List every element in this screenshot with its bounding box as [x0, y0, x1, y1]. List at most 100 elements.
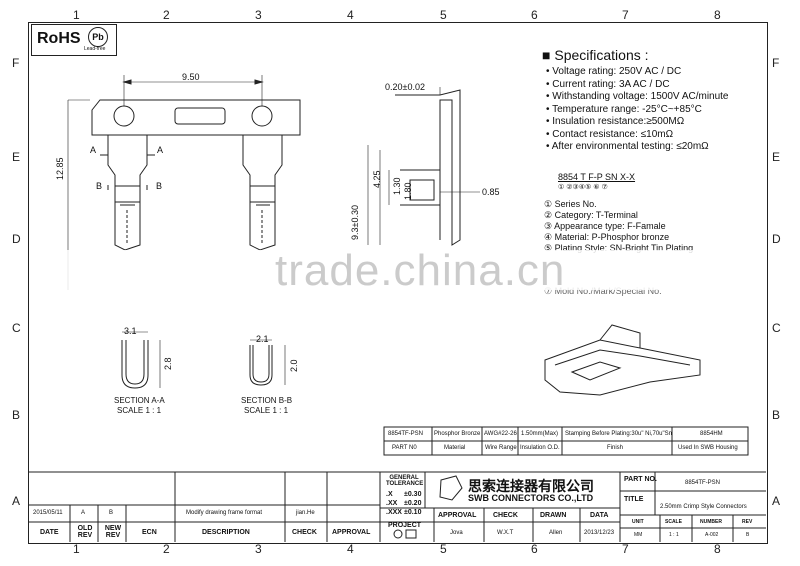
rev-h-old: OLD REV [77, 525, 93, 539]
grid-row-right-e: E [772, 150, 781, 164]
grid-col-bottom-7: 7 [622, 542, 629, 556]
scale-header: SCALE [665, 519, 682, 525]
lead-free-label: Lead-free [84, 46, 106, 52]
grid-col-bottom-8: 8 [714, 542, 721, 556]
part-code-item-1: ① Series No. [544, 199, 597, 209]
spec-withstanding: • Withstanding voltage: 1500V AC/minute [546, 91, 729, 102]
tol-xx-value: ±0.20 [404, 500, 422, 507]
tol-x-value: ±0.30 [404, 491, 422, 498]
grid-col-bottom-3: 3 [255, 542, 262, 556]
part-no-header: PART NO. [624, 476, 657, 483]
part-code: 8854 T F-P SN X-X [558, 172, 636, 182]
dim-020: 0.20±0.02 [385, 82, 425, 92]
dim-20: 2.0 [289, 359, 299, 372]
spec-withstanding-text: Withstanding voltage: 1500V AC/minute [552, 91, 729, 102]
grid-row-right-d: D [772, 232, 781, 246]
part-code-item-4: ④ Material: P-Phosphor bronze [544, 232, 670, 242]
dim-085: 0.85 [482, 187, 500, 197]
number-value: A-002 [705, 532, 719, 538]
grid-col-top-4: 4 [347, 8, 354, 22]
rev-h-new: NEW REV [104, 525, 122, 539]
spec-current-text: Current rating: 3A AC / DC [552, 78, 670, 90]
title-value: 2.50mm Crimp Style Connectors [660, 504, 747, 510]
spec-temperature: • Temperature range: -25°C~+85°C [546, 103, 702, 115]
table-r1-od: 1.50mm(Max) [521, 431, 559, 437]
grid-col-bottom-1: 1 [73, 542, 80, 556]
grid-col-bottom-4: 4 [347, 542, 354, 556]
title-header: TITLE [624, 496, 644, 503]
drawing-frame [28, 22, 768, 544]
part-code-item-5: ⑤ Plating Style: SN-Bright Tin Plating [544, 243, 694, 253]
rev-value: B [746, 532, 750, 538]
project-label: PROJECT [388, 522, 422, 529]
dim-21: 2.1 [256, 334, 269, 344]
part-code-item-7: ⑦ Mold No./Mark/Special No. [544, 286, 662, 296]
spec-current: • Current rating: 3A AC / DC [546, 78, 670, 90]
specs-list: • Voltage rating: 250V AC / DC • Current… [546, 66, 729, 154]
dim-180: 1.80 [403, 182, 413, 200]
grid-row-left-a: A [12, 494, 21, 508]
grid-col-top-6: 6 [531, 8, 538, 22]
table-r2-finish: Finish [607, 445, 624, 451]
number-header: NUMBER [700, 519, 722, 525]
table-r2-od: Insulation O.D. [520, 445, 560, 451]
grid-col-bottom-6: 6 [531, 542, 538, 556]
grid-col-bottom-5: 5 [440, 542, 447, 556]
rev-row-check: jian.He [296, 510, 315, 516]
grid-col-top-1: 1 [73, 8, 80, 22]
tol-x-label: .X [386, 491, 393, 498]
spec-voltage: • Voltage rating: 250V AC / DC [546, 66, 682, 77]
grid-col-top-7: 7 [622, 8, 629, 22]
section-aa-scale: SCALE 1 : 1 [117, 406, 162, 415]
specs-title-text: Specifications : [554, 47, 649, 63]
rev-h-date: DATE [40, 529, 59, 536]
grid-row-right-a: A [772, 494, 781, 508]
rev-row-old: A [81, 510, 86, 516]
section-mark-b-left: B [96, 181, 103, 191]
table-r1-finish: Stamping Before Plating:30u" Ni,70u"Sn [565, 431, 672, 437]
part-code-item-2: ② Category: T-Terminal [544, 210, 638, 220]
spec-contact: • Contact resistance: ≤10mΩ [546, 128, 674, 140]
part-code-markers: ① ②③④⑤ ⑥ ⑦ [558, 184, 608, 191]
spec-voltage-text: Voltage rating: 250V AC / DC [552, 66, 682, 77]
tol-xxx-value: ±0.10 [404, 509, 422, 516]
section-bb-scale: SCALE 1 : 1 [244, 406, 289, 415]
rev-h-approval: APPROVAL [332, 529, 371, 536]
drawn-header: DRAWN [540, 512, 567, 519]
dim-950: 9.50 [182, 72, 200, 82]
section-mark-a-right: A [157, 145, 164, 155]
part-no-value: 8854TF-PSN [685, 480, 721, 486]
table-r1-wire: AWG#22-26 [484, 431, 517, 437]
grid-col-top-2: 2 [163, 8, 170, 22]
grid-col-bottom-2: 2 [163, 542, 170, 556]
grid-row-left-d: D [12, 232, 21, 246]
table-r2-wire: Wire Range [485, 445, 517, 451]
scale-value: 1 : 1 [669, 532, 679, 538]
rev-row-desc: Modify drawing frame format [186, 510, 263, 516]
grid-col-top-5: 5 [440, 8, 447, 22]
rev-header: REV [742, 519, 753, 525]
spec-temperature-text: Temperature range: -25°C~+85°C [552, 103, 702, 115]
table-r1-material: Phosphor Bronze [434, 431, 481, 437]
section-mark-b-right: B [156, 181, 163, 191]
spec-after-env: • After environmental testing: ≤20mΩ [546, 141, 709, 152]
dim-28: 2.8 [163, 357, 173, 370]
grid-row-right-b: B [772, 408, 781, 422]
approval-value: Jova [450, 530, 463, 536]
rev-h-check: CHECK [292, 529, 317, 536]
company-name-cn: 思索连接器有限公司 [468, 478, 594, 494]
part-code-items: ① Series No. ② Category: T-Terminal ③ Ap… [544, 199, 693, 254]
spec-insulation: • Insulation resistance:≥500MΩ [546, 116, 685, 127]
tol-xx-label: .XX [386, 500, 398, 507]
grid-row-left-f: F [12, 56, 20, 70]
rev-h-desc: DESCRIPTION [202, 529, 250, 536]
dim-930: 9.3±0.30 [350, 205, 360, 240]
rohs-badge: RoHS Pb Lead-free [31, 24, 117, 56]
dim-1285: 12.85 [55, 157, 65, 180]
spec-after-env-text: After environmental testing: ≤20mΩ [551, 141, 709, 152]
grid-row-right-c: C [772, 321, 781, 335]
watermark-band [30, 250, 766, 290]
check-header: CHECK [493, 512, 518, 519]
check-value: W.X.T [497, 530, 514, 536]
